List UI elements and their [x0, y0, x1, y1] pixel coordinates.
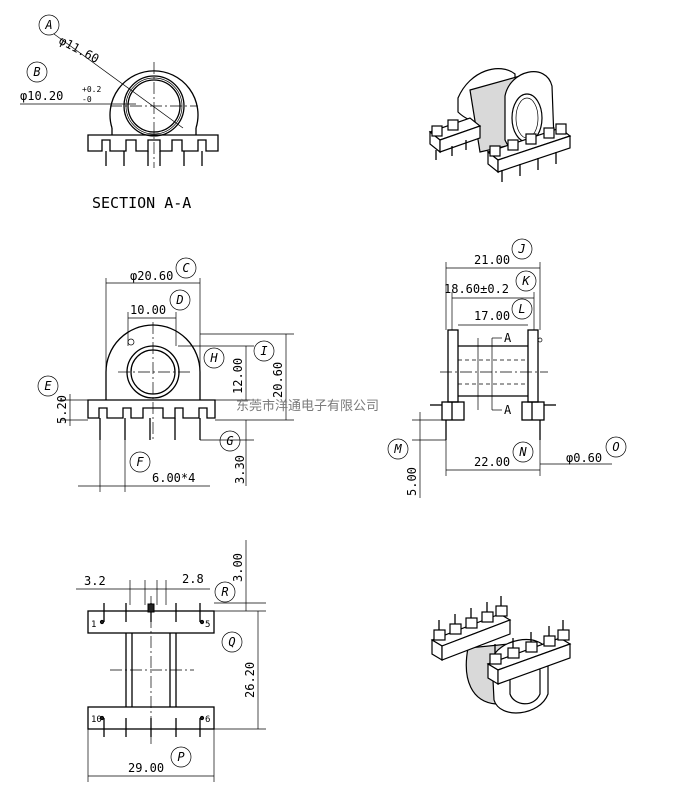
pin-10-label: 10: [91, 715, 102, 725]
front-view: φ20.60 C 10.00 D 12.00 20.60 H I 5.20 E …: [37, 257, 294, 492]
callout-i: I: [260, 344, 267, 358]
dim-a-value: φ11.60: [57, 33, 102, 66]
callout-q: Q: [228, 635, 235, 649]
dim-q-value: 26.20: [243, 662, 257, 698]
dim-h-value: 12.00: [231, 358, 245, 394]
dim-l-value: 17.00: [474, 309, 510, 323]
dim-d-value: 10.00: [130, 303, 166, 317]
section-mark-top: A: [504, 331, 512, 345]
callout-j: J: [517, 242, 525, 256]
dim-p-value: 29.00: [128, 761, 164, 775]
section-caption: SECTION A-A: [92, 194, 191, 212]
dim-b-tol-lower: -0: [82, 95, 92, 104]
callout-d: D: [175, 293, 183, 307]
callout-g: G: [226, 434, 233, 448]
dim-b-tol-upper: +0.2: [82, 85, 101, 94]
dim-e-value: 5.20: [55, 395, 69, 424]
section-mark-bottom: A: [504, 403, 512, 417]
pin-1-label: 1: [91, 620, 96, 630]
callout-n: N: [518, 445, 527, 459]
dim-k-value: 18.60±0.2: [444, 282, 509, 296]
callout-a: A: [44, 18, 52, 32]
callout-h: H: [209, 351, 218, 365]
bottom-view: 1 5 10 6 3.2 2.8 3.00 R 26.20 Q 29.00: [76, 540, 266, 782]
dim-f-value: 6.00*4: [152, 471, 195, 485]
callout-o: O: [612, 440, 619, 454]
callout-l: L: [518, 302, 525, 316]
pin-6-label: 6: [205, 715, 210, 725]
dim-o-value: φ0.60: [566, 451, 602, 465]
dim-left-value: 3.2: [84, 574, 106, 588]
callout-p: P: [177, 750, 185, 764]
callout-c: C: [182, 261, 190, 275]
callout-b: B: [33, 65, 40, 79]
callout-k: K: [521, 274, 530, 288]
dim-r-value: 3.00: [231, 553, 245, 582]
dim-c-value: φ20.60: [130, 269, 173, 283]
isometric-view-top: [428, 68, 572, 182]
callout-e: E: [44, 379, 52, 393]
callout-r: R: [221, 585, 228, 599]
callout-m: M: [393, 442, 402, 456]
dim-i-value: 20.60: [271, 362, 285, 398]
dim-j-value: 21.00: [474, 253, 510, 267]
dim-g-value: 3.30: [233, 455, 247, 484]
pin-5-label: 5: [205, 620, 210, 630]
dim-m-value: 5.00: [405, 467, 419, 496]
company-watermark: 东莞市洋通电子有限公司: [236, 398, 379, 414]
dim-right-value: 2.8: [182, 572, 204, 586]
side-view: A A 21.00 J 18.60±0.2 K 17.00 L 5.00 M 2…: [387, 238, 627, 498]
section-a-a-view: A B φ11.60 φ10.20 +0.2 -0 SECTION A-A: [20, 14, 219, 212]
dim-b-value: φ10.20: [20, 89, 63, 103]
dim-n-value: 22.00: [474, 455, 510, 469]
isometric-view-bottom: [430, 596, 572, 714]
callout-f: F: [136, 455, 144, 469]
